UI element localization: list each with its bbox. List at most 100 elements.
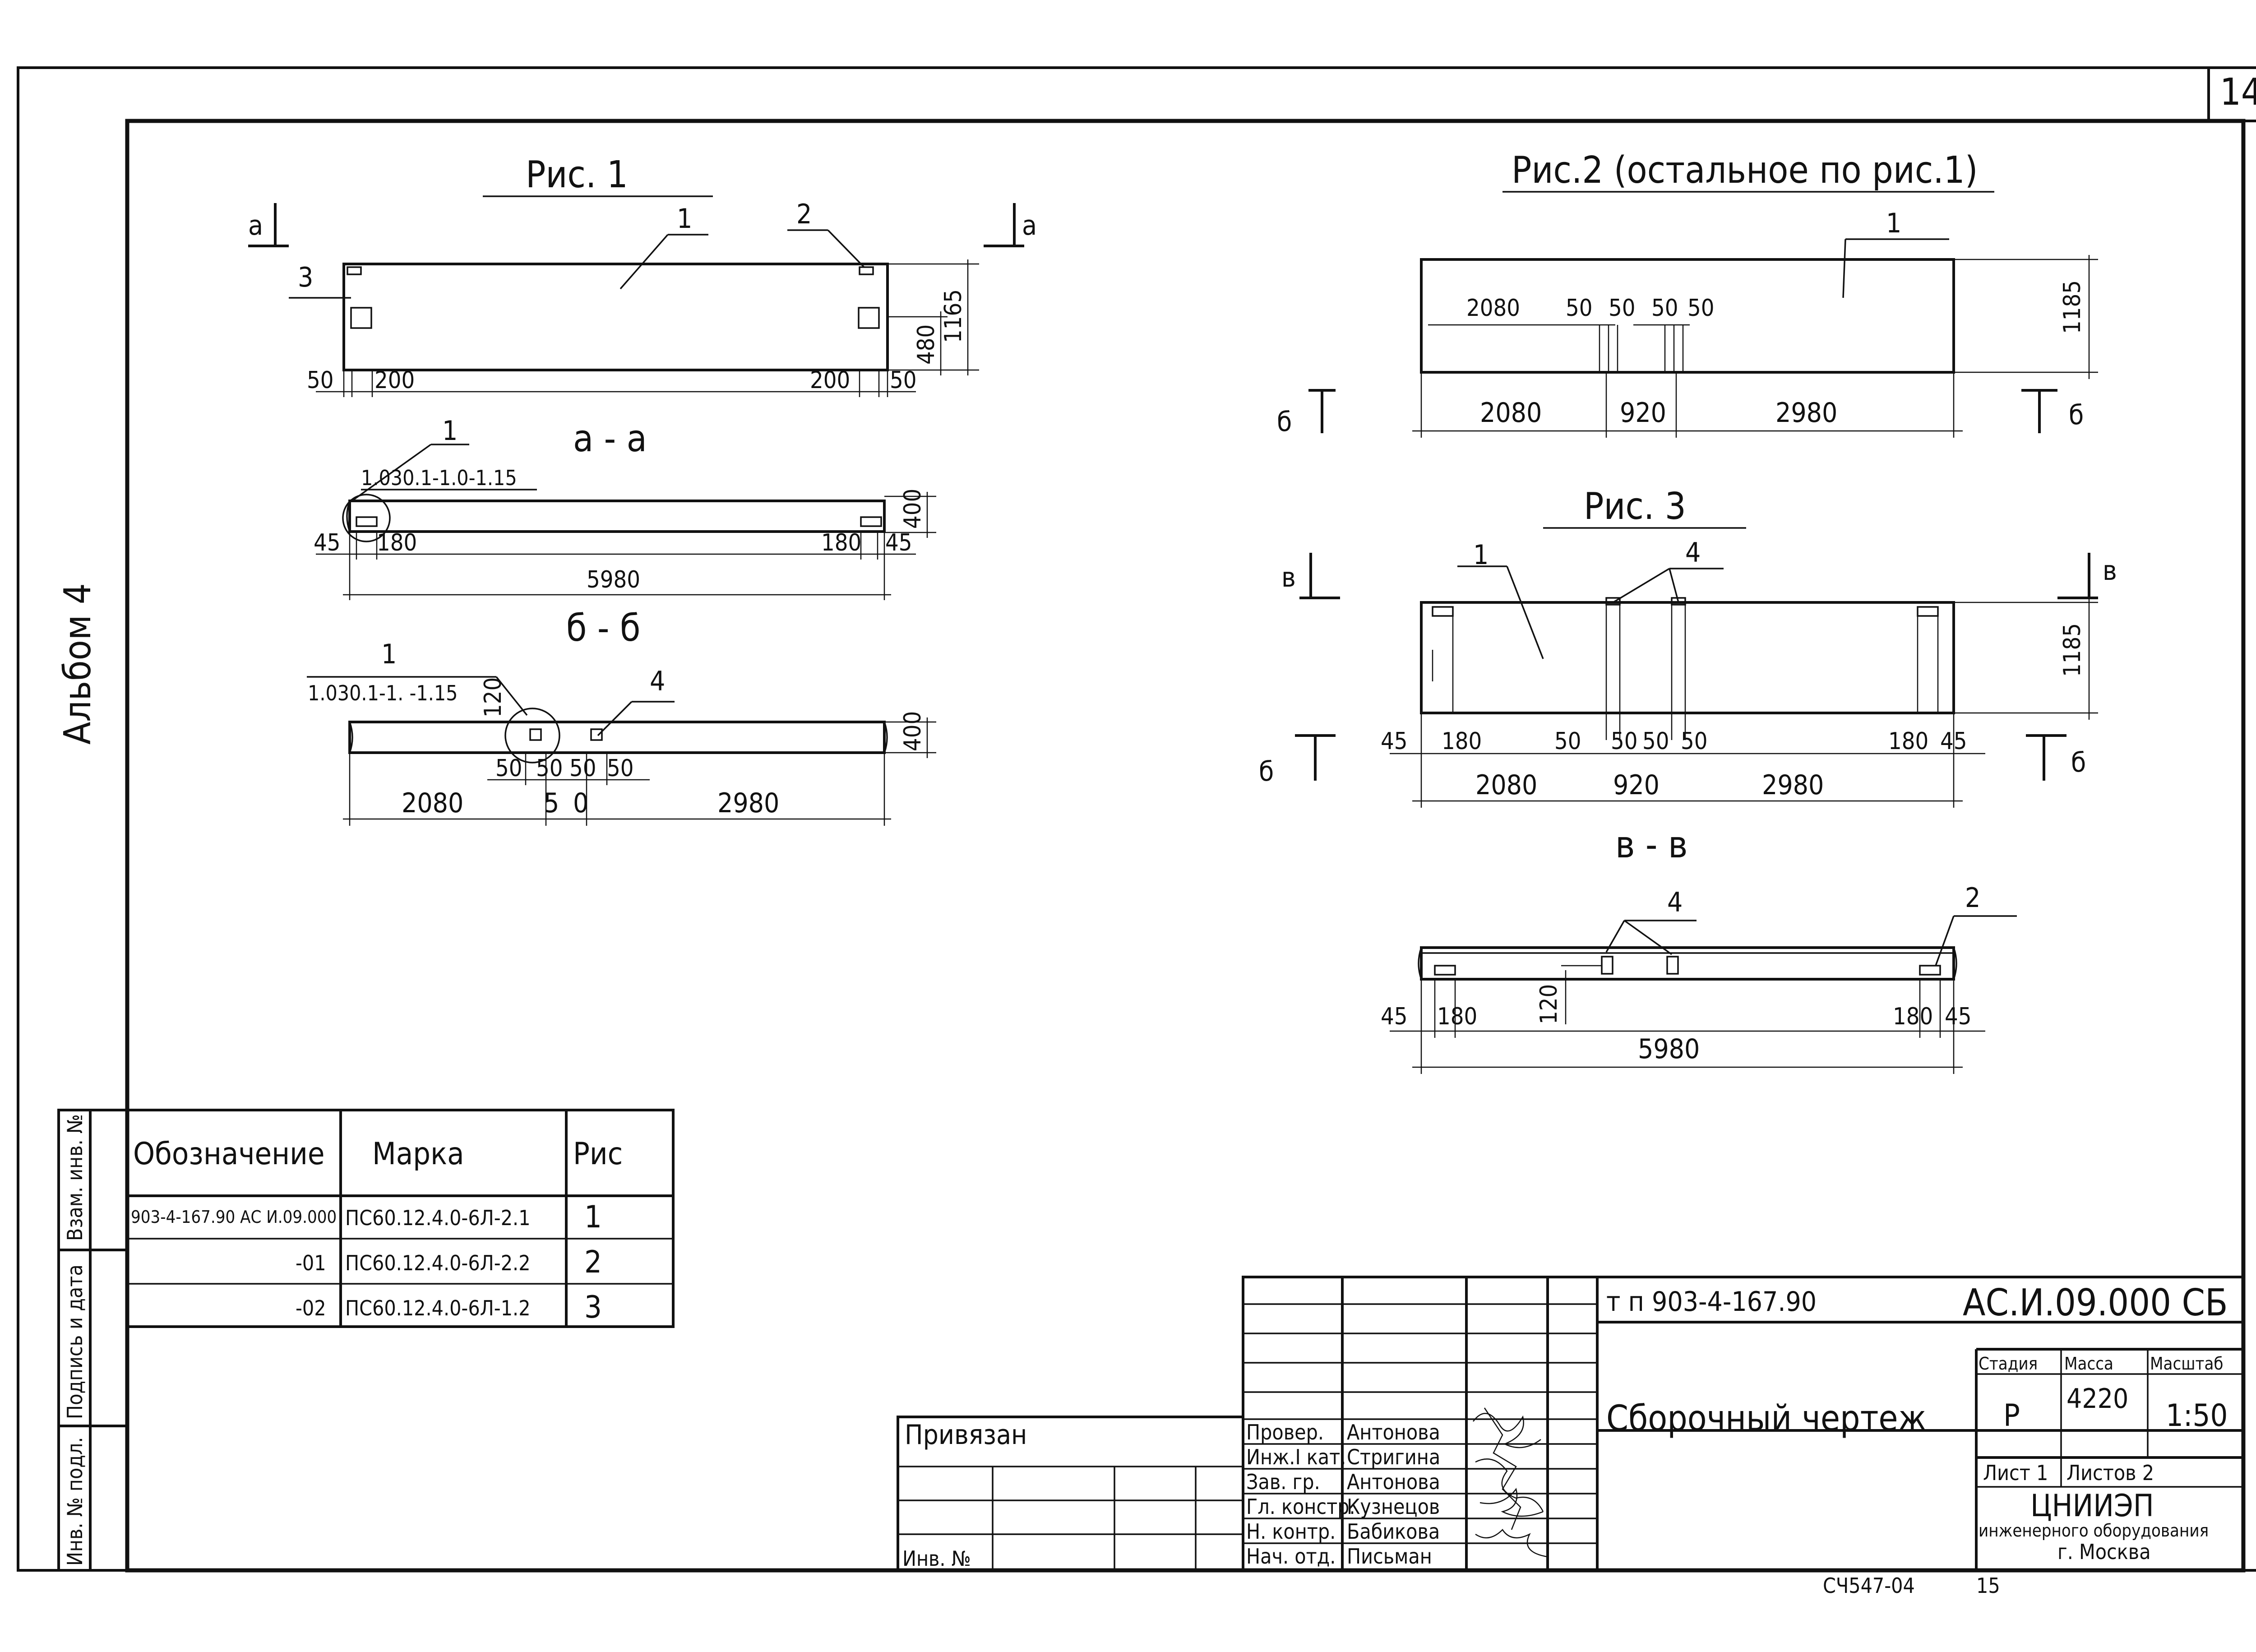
fig3-dim-2980: 2980 bbox=[1762, 769, 1824, 801]
fig2-dim-50-a: 50 bbox=[1566, 295, 1593, 322]
fig2-title: Рис.2 (остальное по рис.1) bbox=[1512, 149, 1978, 192]
fig2-cut-b-right: б bbox=[2069, 399, 2084, 431]
fig3-cut-v-right: в bbox=[2103, 555, 2117, 587]
section-bb-dim-5: 5 bbox=[544, 787, 559, 819]
tb-role-3: Гл. констр. bbox=[1246, 1495, 1355, 1519]
fig1-callout-1: 1 bbox=[677, 203, 692, 235]
stamp-inv-podl: Инв. № подл. bbox=[63, 1437, 87, 1566]
left-stamp: Взам. инв. № Подпись и дата Инв. № подл. bbox=[57, 1109, 129, 1572]
section-v-v: в - в 4 2 120 45 180 180 45 5980 bbox=[1381, 824, 2017, 1074]
footer-number: 15 bbox=[1976, 1573, 2000, 1598]
section-a-a: а - а 1 1.030.1-1.0-1.15 400 45 180 180 … bbox=[314, 415, 936, 600]
figure-2: Рис.2 (остальное по рис.1) 1 2080 50 50 … bbox=[1277, 149, 2098, 438]
spec-row1-mark: ПС60.12.4.0-6Л-2.1 bbox=[345, 1206, 531, 1230]
sheet-number: 14 bbox=[2220, 71, 2256, 114]
fig3-dim-50-c: 50 bbox=[1642, 728, 1669, 755]
fig2-dim-50-c: 50 bbox=[1651, 295, 1678, 322]
section-vv-dim-120: 120 bbox=[1535, 984, 1563, 1024]
section-aa-note: 1.030.1-1.0-1.15 bbox=[361, 466, 517, 490]
section-aa-dim-5980: 5980 bbox=[587, 566, 640, 593]
fig3-title: Рис. 3 bbox=[1584, 485, 1686, 528]
tb-stage: Р bbox=[2003, 1398, 2020, 1434]
fig1-callout-2: 2 bbox=[796, 199, 812, 230]
spec-row1-fig: 1 bbox=[584, 1199, 602, 1235]
tb-name-5: Письман bbox=[1347, 1544, 1432, 1569]
fig2-dim-50-d: 50 bbox=[1687, 295, 1715, 322]
spec-row2-mark: ПС60.12.4.0-6Л-2.2 bbox=[345, 1251, 531, 1275]
section-bb-dim-2080: 2080 bbox=[402, 787, 463, 819]
tb-name-4: Бабикова bbox=[1347, 1519, 1440, 1544]
section-bb-dim-50-d: 50 bbox=[607, 755, 634, 782]
tb-scale: 1:50 bbox=[2166, 1398, 2228, 1434]
section-vv-title: в - в bbox=[1615, 824, 1687, 866]
figure-3: Рис. 3 в в 1 4 1185 45 1 bbox=[1259, 485, 2117, 808]
section-bb-callout-4: 4 bbox=[650, 666, 665, 697]
sheet-number-box bbox=[2207, 66, 2256, 122]
figure-1: Рис. 1 а а 1 2 3 50 200 200 50 bbox=[248, 153, 1037, 397]
fig2-cut-b-left: б bbox=[1277, 406, 1292, 438]
section-vv-dim-180-right: 180 bbox=[1893, 1003, 1933, 1030]
fig1-dim-200-right: 200 bbox=[810, 367, 850, 394]
tb-mass: 4220 bbox=[2066, 1383, 2128, 1415]
section-aa-callout-1: 1 bbox=[442, 415, 458, 447]
tb-sheet: Лист 1 bbox=[1983, 1461, 2048, 1485]
fig2-panel bbox=[1420, 258, 1955, 374]
section-bb-dim-120: 120 bbox=[480, 677, 507, 717]
spec-header-mark: Марка bbox=[372, 1136, 464, 1172]
section-aa-dim-45-right: 45 bbox=[885, 529, 912, 556]
fig3-dim-45-left: 45 bbox=[1381, 728, 1408, 755]
section-aa-dim-180-left: 180 bbox=[377, 529, 417, 556]
section-bb-dim-0: 0 bbox=[573, 787, 588, 819]
fig3-cut-v-left: в bbox=[1281, 562, 1296, 593]
spec-row2-designation: -01 bbox=[296, 1251, 326, 1275]
tb-scale-label: Масштаб bbox=[2150, 1354, 2223, 1374]
section-bb-dim-50-c: 50 bbox=[569, 755, 596, 782]
spec-row3-mark: ПС60.12.4.0-6Л-1.2 bbox=[345, 1296, 531, 1320]
section-vv-dim-45-right: 45 bbox=[1945, 1003, 1972, 1030]
tb-role-2: Зав. гр. bbox=[1246, 1470, 1320, 1494]
fig3-callout-4: 4 bbox=[1685, 537, 1701, 569]
section-aa-dim-400: 400 bbox=[899, 489, 926, 529]
fig3-dim-180-right: 180 bbox=[1888, 728, 1928, 755]
fig2-callout-1: 1 bbox=[1886, 208, 1901, 239]
fig1-dim-50-left: 50 bbox=[307, 367, 334, 394]
section-bb-dim-50-b: 50 bbox=[536, 755, 563, 782]
fig3-dim-50-a: 50 bbox=[1554, 728, 1581, 755]
section-vv-dim-5980: 5980 bbox=[1638, 1033, 1700, 1065]
tb-project: т п 903-4-167.90 bbox=[1606, 1286, 1817, 1318]
fig1-callout-3: 3 bbox=[298, 262, 313, 293]
stamp-vzam-inv: Взам. инв. № bbox=[63, 1114, 87, 1241]
section-bb-dim-50-a: 50 bbox=[495, 755, 522, 782]
footer-code: СЧ547-04 bbox=[1823, 1573, 1915, 1598]
fig3-panel bbox=[1420, 601, 1955, 714]
fig1-dim-50-right: 50 bbox=[890, 367, 917, 394]
section-bb-title: б - б bbox=[566, 607, 640, 650]
fig1-panel bbox=[342, 263, 889, 371]
signatures bbox=[1473, 1407, 1548, 1558]
fig1-dim-1165: 1165 bbox=[940, 289, 967, 343]
fig1-dim-200-left: 200 bbox=[374, 367, 415, 394]
fig2-dim-2080: 2080 bbox=[1480, 397, 1542, 429]
fig1-cut-a-right: а bbox=[1022, 210, 1037, 241]
tb-name-2: Антонова bbox=[1347, 1470, 1440, 1494]
section-bb-note: 1.030.1-1. -1.15 bbox=[308, 681, 458, 705]
spec-header-fig: Рис bbox=[573, 1136, 623, 1172]
tb-org1: ЦНИИЭП bbox=[2030, 1488, 2154, 1524]
tb-name-0: Антонова bbox=[1347, 1420, 1440, 1444]
fig3-dim-50-d: 50 bbox=[1681, 728, 1708, 755]
tb-role-0: Провер. bbox=[1246, 1420, 1324, 1444]
tb-role-4: Н. контр. bbox=[1246, 1519, 1336, 1544]
section-aa-title: а - а bbox=[573, 417, 647, 460]
spec-row3-designation: -02 bbox=[296, 1296, 326, 1320]
fig2-dim-920: 920 bbox=[1620, 397, 1666, 429]
tb-name-1: Стригина bbox=[1347, 1445, 1440, 1469]
tb-sheets: Листов 2 bbox=[2066, 1461, 2154, 1485]
fig1-title: Рис. 1 bbox=[526, 153, 628, 196]
tb-privyazan: Привязан bbox=[905, 1419, 1027, 1451]
tb-org2: инженерного оборудования bbox=[1979, 1521, 2209, 1541]
fig3-dim-2080: 2080 bbox=[1475, 769, 1537, 801]
fig1-dim-480: 480 bbox=[913, 324, 940, 365]
fig3-cut-b-left: б bbox=[1259, 756, 1274, 787]
album-label: Альбом 4 bbox=[56, 583, 99, 745]
